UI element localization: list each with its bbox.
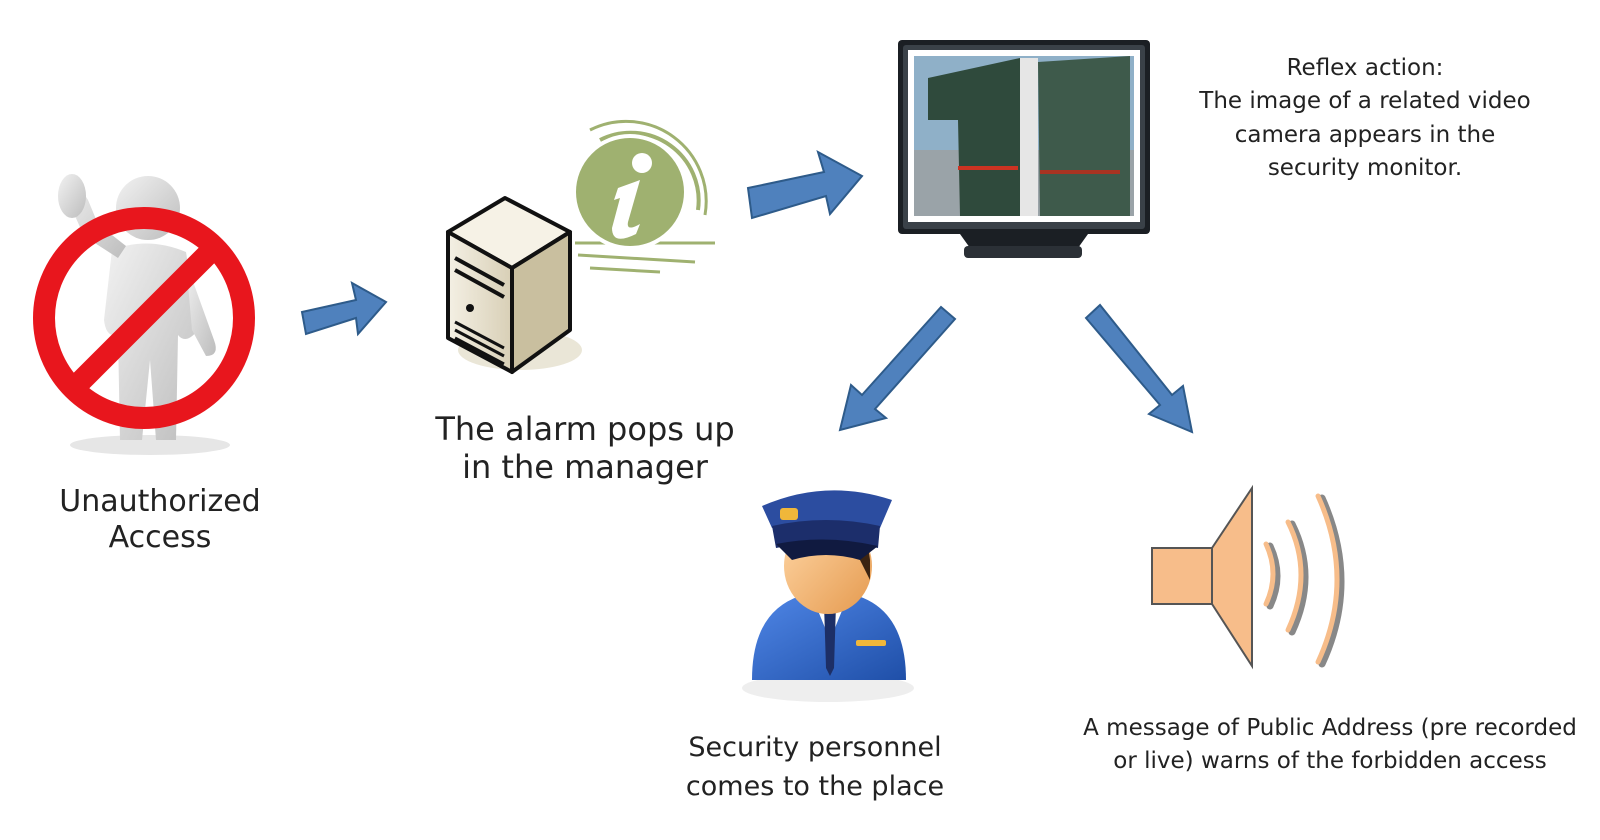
caption-line: Security personnel (688, 732, 942, 763)
security-guard-icon (742, 490, 914, 702)
reflex-action-caption: Reflex action: The image of a related vi… (1180, 52, 1550, 185)
unauthorized-access-caption: Unauthorized Access (40, 484, 280, 556)
caption-line: in the manager (462, 448, 708, 487)
caption-line: Reflex action: (1286, 55, 1444, 81)
caption-line: The alarm pops up (435, 410, 735, 448)
caption-line: The image of a related video (1199, 88, 1531, 115)
speaker-icon (1151, 484, 1345, 670)
sound-waves (1263, 493, 1345, 668)
info-icon (572, 119, 715, 274)
caption-line: or live) warns of the forbidden access (1113, 748, 1547, 775)
server-with-info-icon (446, 119, 715, 374)
no-entry-stop-person-icon (33, 174, 255, 455)
caption-line: Access (108, 520, 212, 555)
security-monitor-icon (898, 40, 1150, 258)
caption-line: Unauthorized (59, 484, 261, 519)
public-address-caption: A message of Public Address (pre recorde… (1070, 712, 1590, 779)
caption-line: security monitor. (1267, 155, 1463, 182)
arrow-monitor-to-speaker (1084, 303, 1194, 434)
camera-image (914, 56, 1134, 216)
arrow-monitor-to-guard (838, 305, 957, 432)
caption-line: camera appears in the (1234, 121, 1496, 148)
arrow-access-to-alarm (300, 281, 388, 337)
alarm-caption: The alarm pops up in the manager (420, 410, 750, 487)
caption-line: comes to the place (685, 771, 945, 803)
security-personnel-caption: Security personnel comes to the place (650, 728, 980, 806)
caption-line: A message of Public Address (pre recorde… (1083, 715, 1577, 741)
arrow-alarm-to-monitor (746, 149, 864, 220)
